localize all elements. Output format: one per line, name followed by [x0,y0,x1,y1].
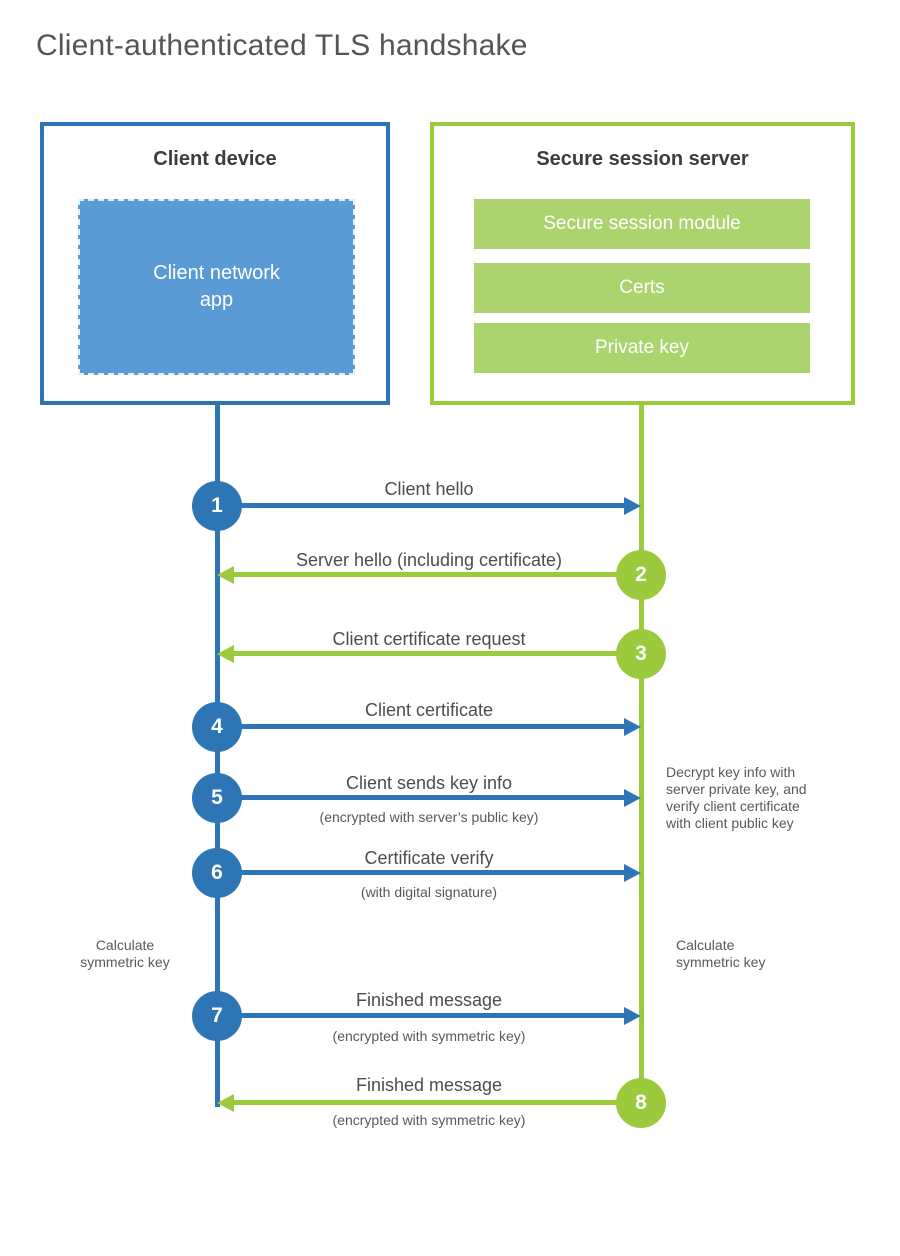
server-decrypt-note: Decrypt key info with server private key… [666,764,807,831]
arrow-head-right-icon [624,497,641,515]
step-arrow-7 [217,1007,641,1025]
step-badge-2: 2 [616,550,666,600]
client-network-app-label: Client network app [153,262,280,311]
step-number-8: 8 [635,1091,647,1114]
module-bar-secure-session-module: Secure session module [474,199,810,249]
client-calculate-key-note: Calculate symmetric key [80,937,170,970]
step-number-6: 6 [211,861,223,884]
module-bar-private-key: Private key [474,323,810,373]
step-badge-7: 7 [192,991,242,1041]
arrow-head-right-icon [624,1007,641,1025]
secure-session-server-box: Secure session server Secure session mod… [430,122,855,405]
secure-session-server-title: Secure session server [536,148,749,170]
arrow-shaft [217,503,629,508]
arrow-shaft [217,1013,629,1018]
step-number-7: 7 [211,1004,223,1027]
server-lifeline [639,405,644,1105]
step-arrow-1 [217,497,641,515]
step-sublabel-5: (encrypted with server’s public key) [319,809,539,825]
step-number-5: 5 [211,786,223,809]
client-device-title: Client device [153,148,277,170]
arrow-shaft [217,795,629,800]
arrow-head-left-icon [217,1094,234,1112]
step-badge-5: 5 [192,773,242,823]
step-arrow-4 [217,718,641,736]
step-label-7: Finished message [355,990,503,1010]
step-arrow-3 [217,645,641,663]
step-badge-1: 1 [192,481,242,531]
step-arrow-5 [217,789,641,807]
arrow-head-left-icon [217,566,234,584]
arrow-head-left-icon [217,645,234,663]
server-calculate-key-note: Calculate symmetric key [676,937,766,970]
step-arrow-6 [217,864,641,882]
arrow-shaft [229,572,641,577]
step-sublabel-6: (with digital signature) [360,884,498,900]
diagram-title: Client-authenticated TLS handshake [36,29,528,62]
step-number-3: 3 [635,642,647,665]
step-sublabel-7: (encrypted with symmetric key) [332,1028,526,1044]
step-badge-6: 6 [192,848,242,898]
step-number-4: 4 [211,715,223,738]
step-label-1: Client hello [384,479,474,499]
client-device-box: Client device Client network app [40,122,390,405]
step-label-4: Client certificate [364,700,494,720]
client-network-app-box: Client network app [78,199,355,375]
arrow-shaft [229,651,641,656]
arrow-shaft [229,1100,641,1105]
step-arrow-8 [217,1094,641,1112]
arrow-shaft [217,870,629,875]
step-label-5: Client sends key info [345,773,513,793]
step-badge-4: 4 [192,702,242,752]
step-label-3: Client certificate request [332,629,526,649]
client-lifeline [215,405,220,1107]
arrow-shaft [217,724,629,729]
arrow-head-right-icon [624,789,641,807]
step-badge-3: 3 [616,629,666,679]
step-label-8: Finished message [355,1075,503,1095]
step-number-2: 2 [635,563,647,586]
module-bar-certs: Certs [474,263,810,313]
arrow-head-right-icon [624,718,641,736]
step-sublabel-8: (encrypted with symmetric key) [332,1112,526,1128]
step-label-6: Certificate verify [364,848,494,868]
step-number-1: 1 [211,494,223,517]
step-label-2: Server hello (including certificate) [295,550,563,570]
step-badge-8: 8 [616,1078,666,1128]
arrow-head-right-icon [624,864,641,882]
step-arrow-2 [217,566,641,584]
